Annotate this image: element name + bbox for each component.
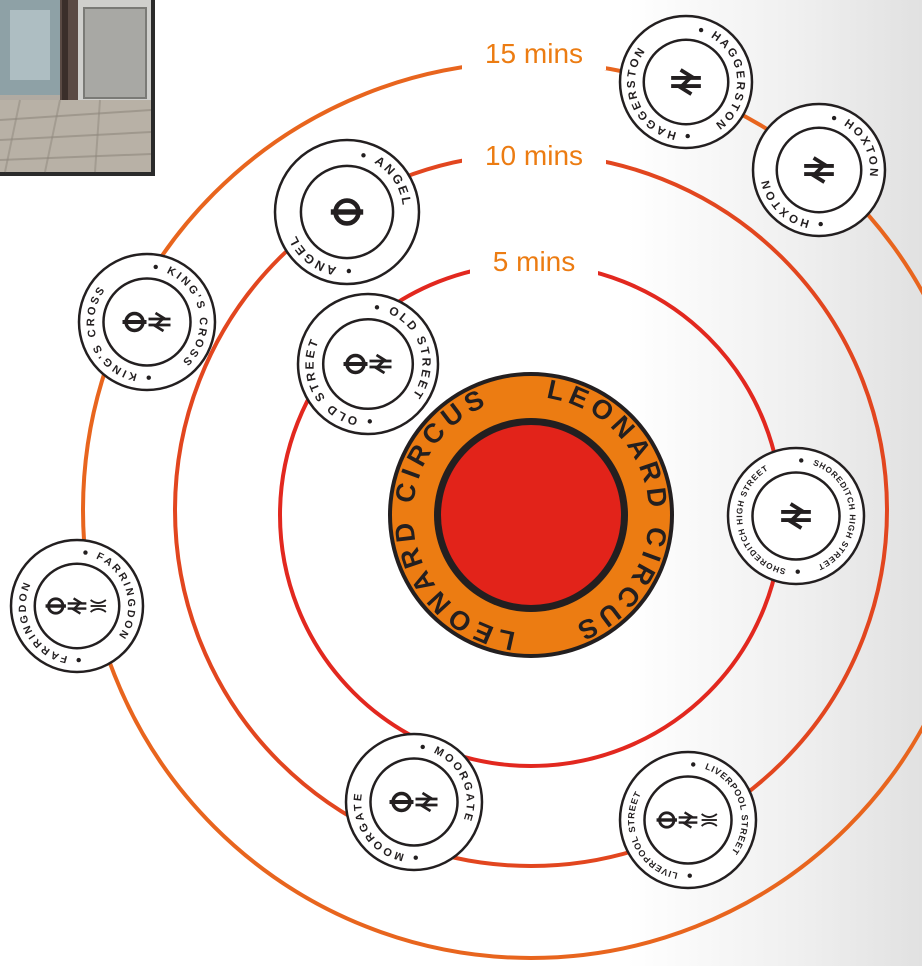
separator-dot: [818, 222, 822, 226]
label-10-mins: 10 mins: [485, 140, 583, 171]
separator-dot: [147, 376, 151, 380]
separator-dot: [688, 874, 692, 878]
label-5-mins: 5 mins: [493, 246, 575, 277]
separator-dot: [796, 570, 800, 574]
leonard-circus-marker: LEONARD CIRCUS LEONARD CIRCUS: [388, 372, 674, 658]
separator-dot: [76, 658, 80, 662]
separator-dot: [799, 458, 803, 462]
separator-dot: [691, 762, 695, 766]
separator-dot: [375, 305, 379, 309]
separator-dot: [83, 550, 87, 554]
separator-dot: [347, 269, 351, 273]
separator-dot: [361, 153, 365, 157]
separator-dot: [154, 265, 158, 269]
separator-dot: [368, 419, 372, 423]
separator-dot: [832, 116, 836, 120]
label-15-mins: 15 mins: [485, 38, 583, 69]
center-red-disc: [441, 425, 621, 605]
separator-dot: [699, 28, 703, 32]
separator-dot: [414, 856, 418, 860]
separator-dot: [421, 745, 425, 749]
separator-dot: [685, 134, 689, 138]
